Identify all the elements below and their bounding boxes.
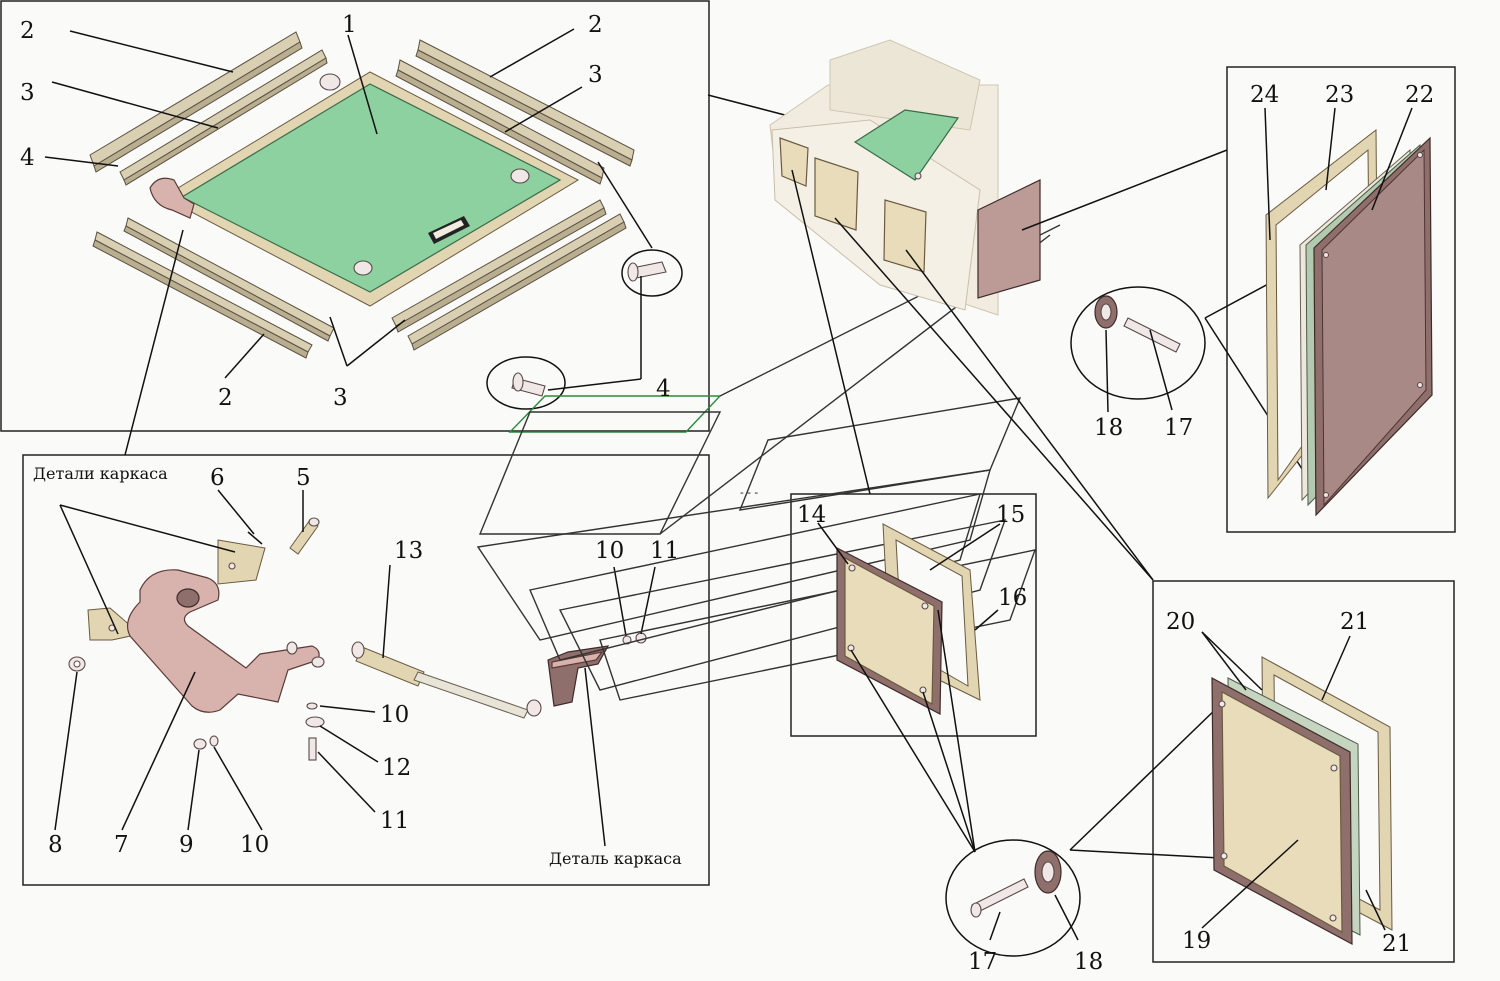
hatch-mechanism: [68, 517, 647, 761]
frame-hatch-mechanism: [22, 454, 710, 886]
leader-lines-mechanism: [54, 489, 656, 847]
cabin-roof-hatch: [853, 109, 960, 181]
label-21: 21: [1382, 931, 1411, 957]
frame-panel-side: [1152, 580, 1455, 963]
panel-14: [844, 556, 935, 706]
label-18: 18: [1094, 415, 1123, 441]
label-11: 11: [380, 808, 409, 834]
label-9: 9: [179, 832, 194, 858]
label-5: 5: [296, 465, 311, 491]
cabin-panel-rear: [977, 179, 1041, 299]
panel-assembly-rear: [1265, 128, 1433, 517]
leader-lines-side-panel: [1201, 631, 1386, 931]
latch-pin-icon: [510, 168, 530, 184]
caption-frame-parts: Детали каркаса: [33, 464, 168, 483]
label-12: 12: [382, 755, 411, 781]
label-22: 22: [1405, 82, 1434, 108]
leader-lines-rear-panel: [1264, 107, 1413, 241]
label-4: 4: [20, 145, 35, 171]
label-23: 23: [1325, 82, 1354, 108]
frame-plate: [217, 539, 266, 585]
label-3: 3: [333, 385, 348, 411]
label-6: 6: [210, 465, 225, 491]
label-3: 3: [20, 80, 35, 106]
label-11: 11: [650, 538, 679, 564]
hinge-lever-7: [127, 569, 320, 713]
label-1: 1: [342, 12, 357, 38]
panel-assembly-side: [1211, 656, 1393, 946]
nut-9: [193, 738, 207, 750]
label-2: 2: [20, 18, 35, 44]
panel-assembly-small: [836, 523, 981, 715]
frame-hatch-assembly: [0, 0, 710, 432]
leader-lines-hatch: [44, 28, 901, 456]
washer-12: [305, 716, 325, 728]
cabin-panel-mid: [883, 199, 927, 273]
label-3: 3: [588, 62, 603, 88]
label-20: 20: [1166, 609, 1195, 635]
label-10: 10: [380, 702, 409, 728]
label-13: 13: [394, 538, 423, 564]
label-17: 17: [968, 949, 997, 975]
caption-dots: - - -: [740, 486, 758, 499]
cabin-view: [769, 39, 1041, 316]
label-8: 8: [48, 832, 63, 858]
caption-frame-part: Деталь каркаса: [549, 849, 682, 868]
label-16: 16: [998, 585, 1027, 611]
washer-10: [306, 702, 318, 710]
label-24: 24: [1250, 82, 1279, 108]
washer-10: [209, 735, 219, 747]
label-18: 18: [1074, 949, 1103, 975]
leader-lines-cabin: [791, 149, 1228, 581]
label-15: 15: [996, 502, 1025, 528]
cotter-pin-6: [247, 531, 263, 545]
label-2: 2: [588, 12, 603, 38]
latch-pin-icon: [353, 260, 373, 276]
leader-lines-small-panel: [817, 522, 1001, 853]
hinge-pin-icon: [319, 73, 341, 91]
hatch-assembly: [89, 31, 683, 410]
nut-11: [635, 632, 647, 644]
bolt-detail-lower: [945, 704, 1221, 957]
label-19: 19: [1182, 928, 1211, 954]
bolt-11: [308, 737, 317, 761]
label-10: 10: [595, 538, 624, 564]
label-2: 2: [218, 385, 233, 411]
frame-panel-rear: [1226, 66, 1456, 533]
washer-10: [622, 635, 632, 645]
label-14: 14: [797, 502, 826, 528]
bolt-detail-upper: [1070, 254, 1323, 501]
cabin-panel-small: [779, 137, 809, 187]
label-10: 10: [240, 832, 269, 858]
panel-19: [1221, 690, 1343, 934]
label-7: 7: [114, 832, 129, 858]
label-4: 4: [656, 376, 671, 402]
detail-circle-pin: [621, 249, 683, 297]
hatch-cover-1: [180, 83, 562, 293]
hinge-bracket: [149, 177, 195, 219]
cabin-panel-side: [814, 157, 859, 231]
detail-circle-pin: [486, 356, 566, 410]
part-numbers: 2 3 4 1 2 3 2 3 4 6 5 13 10 11 10 12 11 …: [20, 12, 1434, 975]
label-17: 17: [1164, 415, 1193, 441]
label-21: 21: [1340, 609, 1369, 635]
frame-panel-small: [790, 493, 1037, 737]
